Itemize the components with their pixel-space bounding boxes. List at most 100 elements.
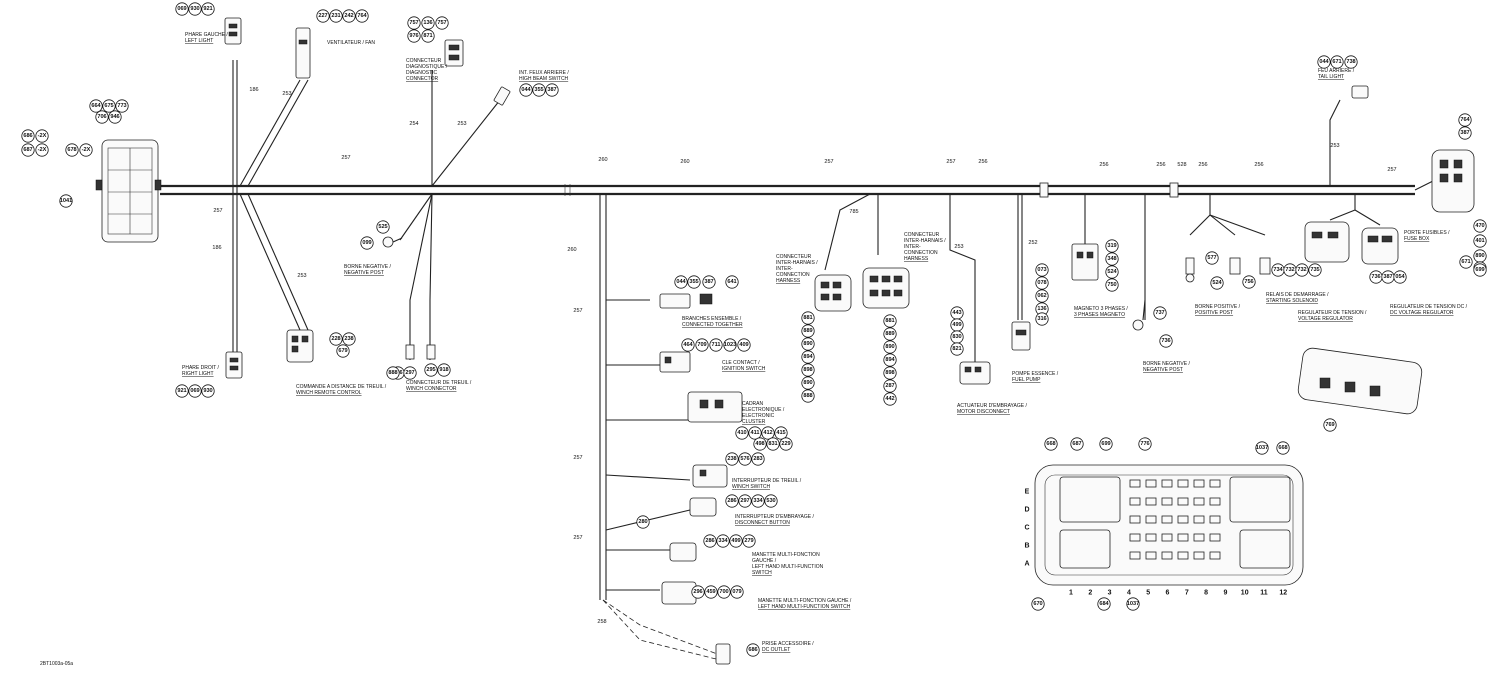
part-number: 073 [1037, 267, 1046, 273]
part-number: 679 [338, 348, 347, 354]
part-number: 044 [521, 87, 531, 93]
part-number: 889 [803, 328, 812, 334]
fuse-slot [1209, 515, 1221, 524]
part-bubble: 499 [950, 318, 964, 332]
part-bubble: 499 [729, 534, 743, 548]
part-number: 888 [803, 393, 812, 399]
wire-code: 260 [680, 159, 689, 165]
fuse-slot [1161, 533, 1173, 542]
part-bubble: 821 [950, 342, 964, 356]
part-number: 238 [727, 456, 736, 462]
part-bubble: 890 [801, 337, 815, 351]
component-label: REGULATEUR DE TENSION DC / [1390, 304, 1468, 310]
part-bubble: 930 [188, 2, 202, 16]
part-bubble: 687 [21, 143, 35, 157]
part-bubble: 078 [1035, 276, 1049, 290]
part-bubble: 044 [519, 83, 533, 97]
part-bubble: 757 [407, 16, 421, 30]
wire-code: 252 [1028, 240, 1037, 246]
part-bubble: 738 [1344, 55, 1358, 69]
part-bubble: 530 [764, 494, 778, 508]
part-bubble: 069 [175, 2, 189, 16]
high-beam-connector [493, 86, 511, 106]
component-label: FUSE BOX [1404, 236, 1430, 242]
part-bubble: 524 [1210, 276, 1224, 290]
part-bubble: 921 [201, 2, 215, 16]
wire-code: 257 [824, 159, 833, 165]
part-bubble: 881 [883, 314, 897, 328]
part-number: 699 [1475, 267, 1484, 273]
part-bubble: 1023 [723, 338, 737, 352]
part-bubble: 044 [1317, 55, 1331, 69]
component-label: BRANCHES ENSEMBLE / [682, 316, 742, 322]
fuse-box-left [95, 139, 162, 243]
part-number: 888 [388, 370, 397, 376]
part-number: 577 [1207, 255, 1216, 261]
fuse-slot [1129, 551, 1141, 560]
part-number: 684 [1099, 601, 1109, 607]
part-number: 229 [781, 441, 790, 447]
fuse-slot [1193, 551, 1205, 560]
part-number: 732 [1297, 267, 1306, 273]
part-number: 231 [331, 13, 340, 19]
part-number: 1037 [1127, 601, 1139, 607]
component-label: CONNECTEUR [776, 254, 812, 260]
part-bubble: 238 [725, 452, 739, 466]
part-number: 671 [1461, 259, 1470, 265]
part-bubble: 231 [329, 9, 343, 23]
component-label: INTER-HARNAIS / [776, 260, 818, 266]
actuator-connector [959, 361, 991, 385]
wire-code: 260 [598, 157, 607, 163]
part-bubble: 297 [403, 366, 417, 380]
part-number: 334 [718, 538, 728, 544]
part-bubble: 355 [532, 83, 546, 97]
part-bubble: 242 [342, 9, 356, 23]
part-number: 732 [1285, 267, 1294, 273]
dc-outlet-connector [715, 643, 731, 665]
part-bubble: 890 [801, 376, 815, 390]
component-label: ELECTRONIC [742, 413, 775, 419]
voltage-regulator-connector-1 [1304, 221, 1350, 263]
fuse-slot [1129, 515, 1141, 524]
part-bubble: 769 [1323, 418, 1337, 432]
fuse-slot [1209, 533, 1221, 542]
part-bubble: 889 [883, 327, 897, 341]
tail-light-connector [1351, 85, 1369, 99]
part-number: 700 [719, 589, 728, 595]
component-label: DIAGNOSTIC [406, 70, 438, 76]
part-number: 711 [711, 342, 720, 348]
part-number: 227 [318, 13, 327, 19]
fuse-column-label: 2 [1088, 590, 1092, 597]
component-label: PHARE GAUCHE / [185, 32, 228, 38]
part-number: 736 [1161, 338, 1170, 344]
part-bubble: 679 [336, 344, 350, 358]
wire-code: 256 [978, 159, 987, 165]
part-bubble: 699 [1099, 437, 1113, 451]
part-bubble: 831 [766, 437, 780, 451]
part-bubble: 054 [1393, 270, 1407, 284]
part-bubble: 287 [883, 379, 897, 393]
part-number: 671 [1332, 59, 1341, 65]
part-bubble: 334 [751, 494, 765, 508]
part-bubble: 736 [1159, 334, 1173, 348]
part-number: 242 [344, 13, 353, 19]
magneto-connector [1071, 243, 1099, 281]
voltage-regulator-connector-2 [1361, 227, 1399, 265]
component-label: STARTING SOLENOID [1266, 298, 1318, 304]
part-bubble: 888 [386, 366, 400, 380]
part-number: 387 [1460, 130, 1469, 136]
negative-post-terminal-2 [1132, 299, 1146, 331]
part-number: 355 [689, 279, 698, 285]
part-bubble: 387 [1458, 126, 1472, 140]
part-bubble: 898 [883, 366, 897, 380]
part-number: 297 [740, 498, 749, 504]
part-number: 930 [203, 388, 212, 394]
part-number: 918 [439, 367, 448, 373]
fuse-row-label: A [1024, 561, 1029, 568]
component-label: DC VOLTAGE REGULATOR [1390, 310, 1454, 316]
part-number: 734 [1273, 267, 1283, 273]
part-bubble: 686 [21, 129, 35, 143]
part-number: 890 [803, 341, 812, 347]
part-number: 079 [732, 589, 741, 595]
fuse-column-label: 10 [1241, 590, 1249, 597]
